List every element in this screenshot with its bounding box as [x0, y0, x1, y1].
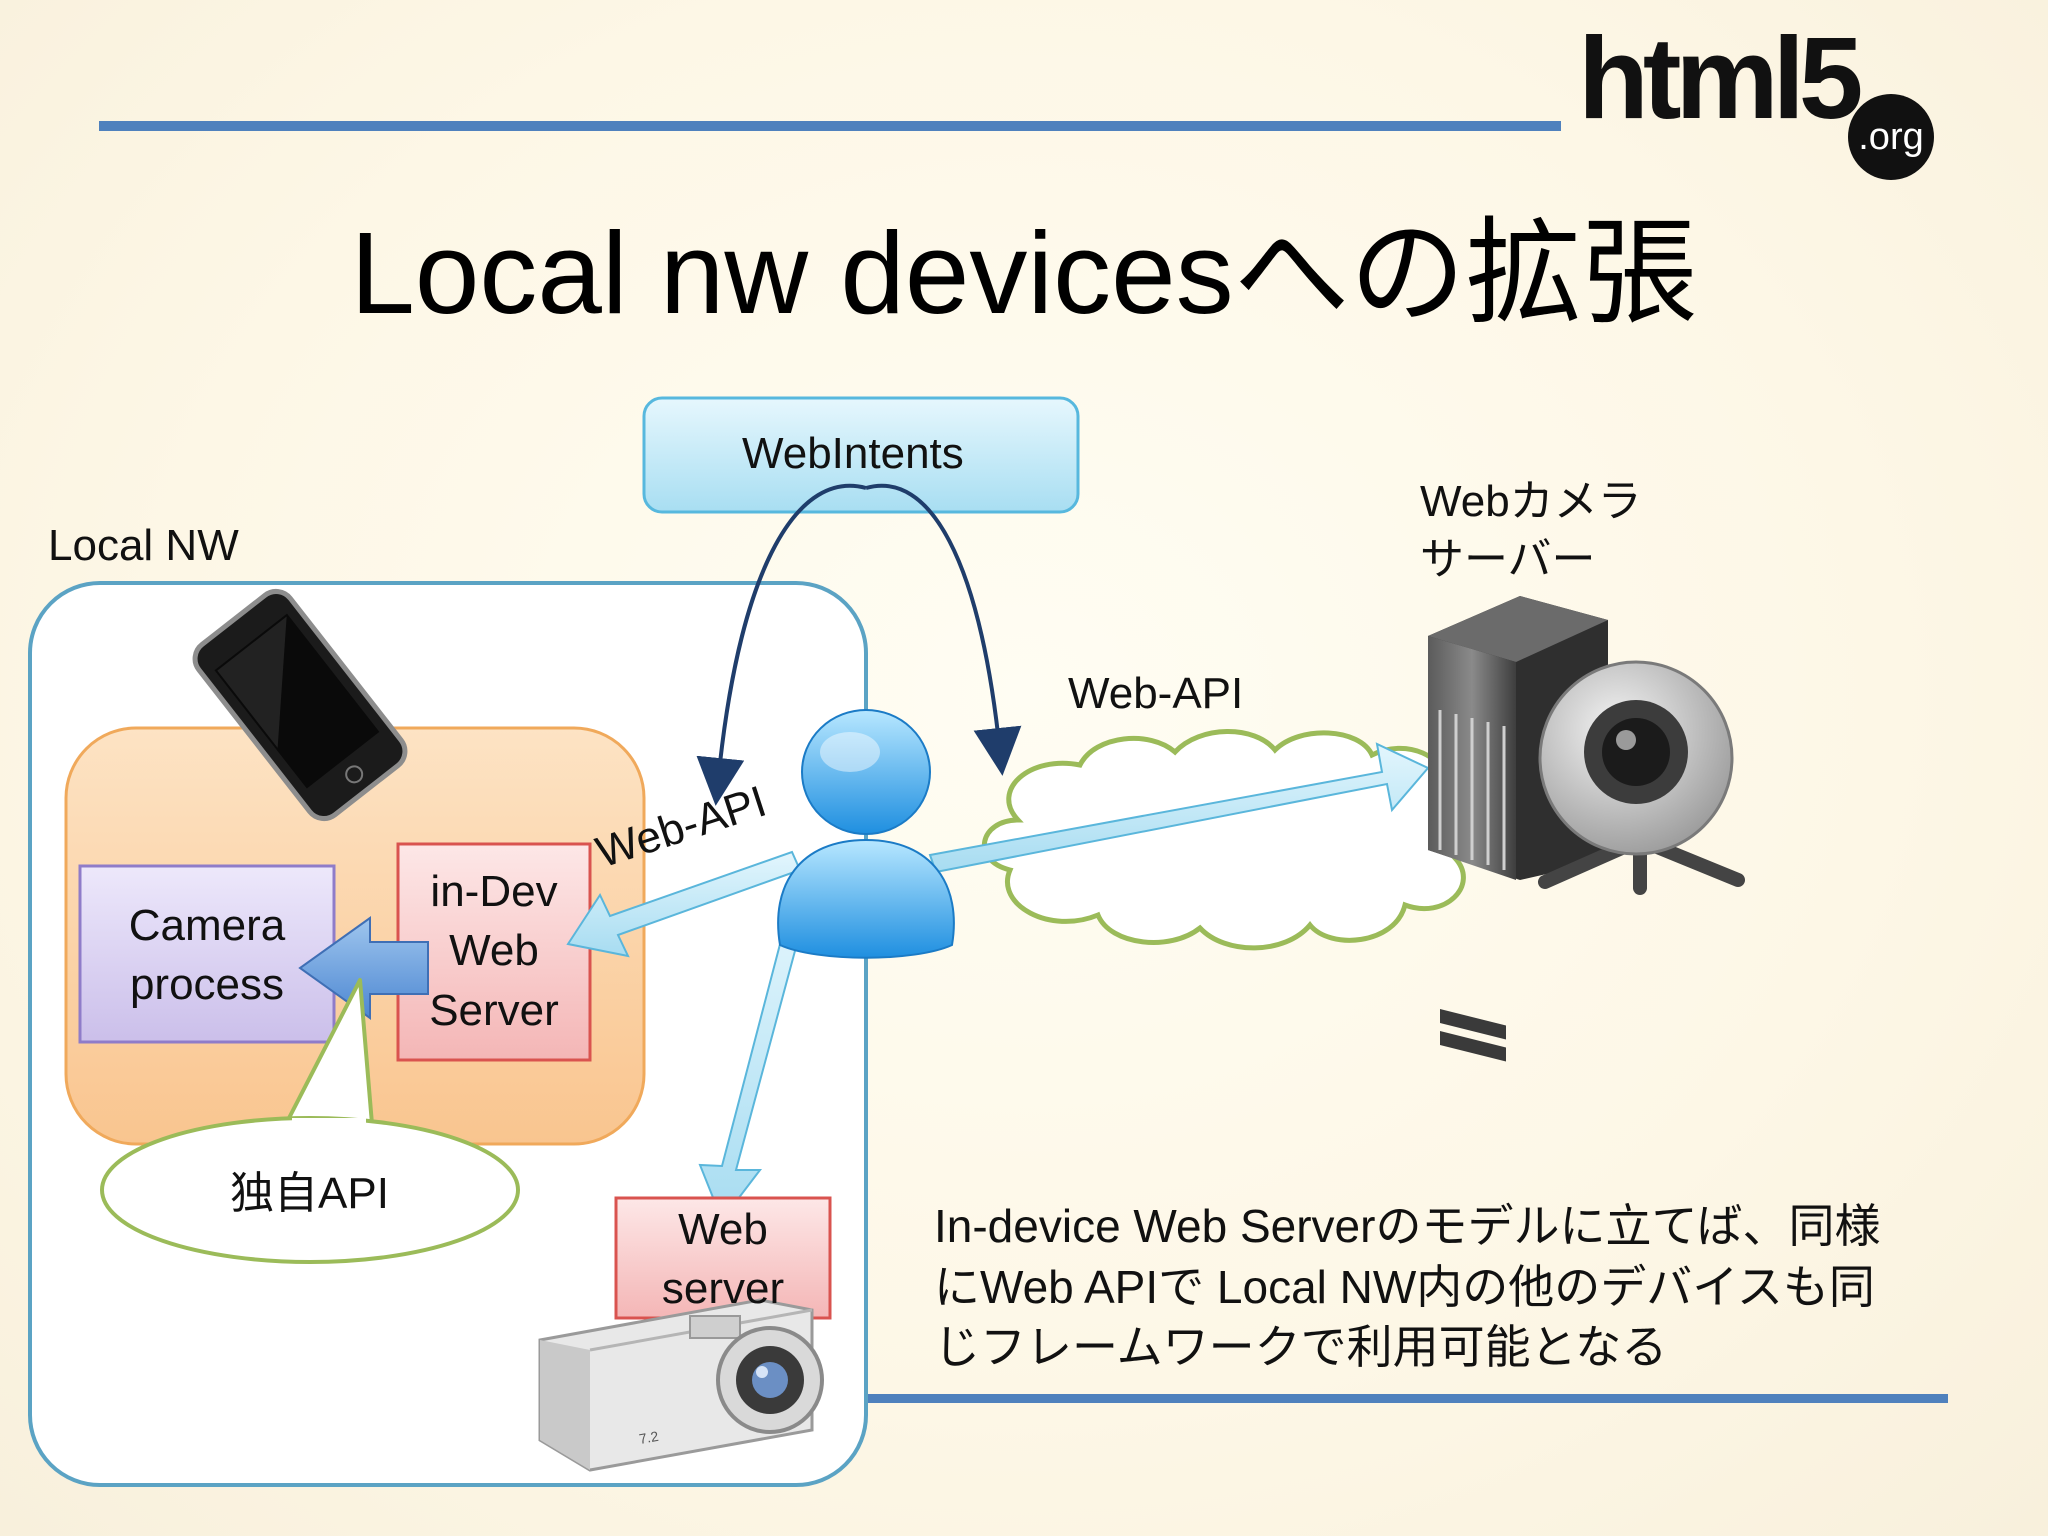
webcam-server-label-line2: サーバー	[1420, 535, 1596, 584]
svg-text:7.2: 7.2	[638, 1428, 660, 1447]
logo-org-badge: .org	[1848, 94, 1934, 180]
webintents-curve-right	[865, 483, 1022, 776]
header-accent-line	[99, 121, 1561, 131]
camera-web-server-box	[614, 1196, 832, 1320]
web-api-arrow-right	[928, 742, 1430, 874]
smartphone-icon	[192, 588, 408, 822]
web-api-arrow-left	[566, 850, 802, 958]
html5j-logo: html5 .org	[1578, 20, 1948, 210]
internal-arrow	[298, 916, 429, 1020]
indev-server-label: in-Dev Web Server	[429, 867, 559, 1035]
digital-camera-icon: 7.2	[538, 1298, 824, 1472]
webintents-box	[642, 396, 1080, 514]
web-api-label-top: Web-API	[1068, 669, 1244, 718]
slide-title: Local nw devicesへの拡張	[350, 208, 1698, 338]
webcam-icon	[1538, 660, 1745, 895]
camera-process-label: Camera process	[128, 901, 286, 1010]
local-nw-label: Local NW	[48, 521, 239, 570]
user-icon	[777, 709, 955, 959]
webintents-label: WebIntents	[742, 429, 964, 478]
camera-process-box	[78, 864, 336, 1044]
webintents-curve-left	[696, 483, 867, 806]
callout-label: 独自API	[230, 1169, 389, 1218]
footer-accent-line	[866, 1394, 1948, 1403]
webcam-server-label-line1: Webカメラ	[1420, 477, 1642, 526]
explanation-note: In-device Web Serverのモデルに立てば、同様 にWeb API…	[934, 1200, 1881, 1374]
logo-text: html5	[1578, 13, 1863, 143]
camera-web-server-label: Web server	[661, 1205, 785, 1314]
web-server-arrow-down	[698, 904, 808, 1223]
